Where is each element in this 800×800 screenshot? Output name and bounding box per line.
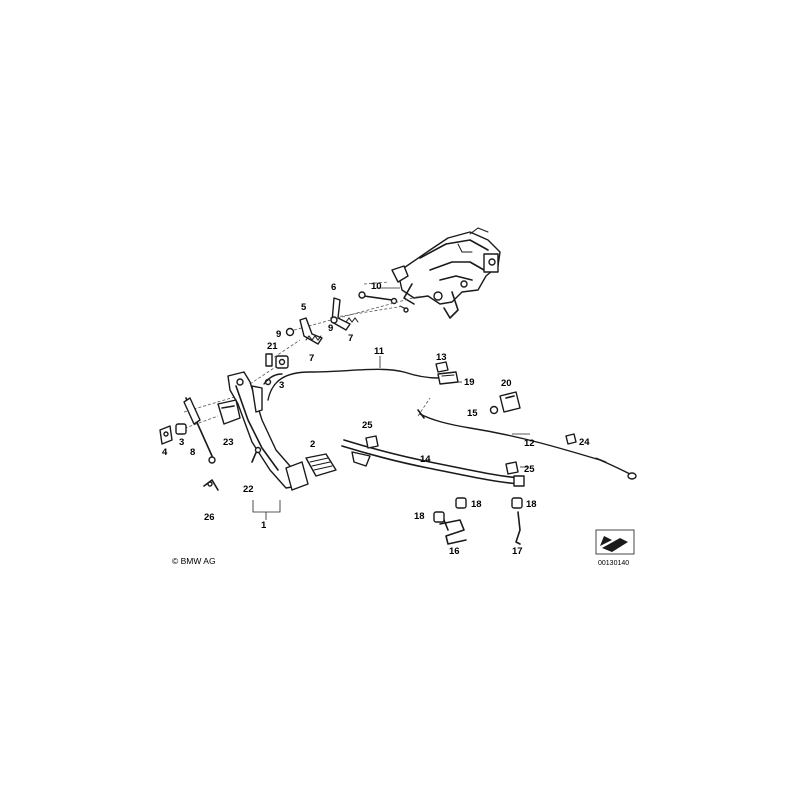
bush-part-3: [275, 355, 289, 369]
gas-strut-part-8: [183, 397, 216, 464]
pedal-bracket-housing: [391, 227, 501, 319]
callout-3: 3: [279, 380, 284, 391]
callout-19: 19: [464, 377, 475, 388]
stop-block-part-23: [217, 399, 241, 425]
callout-2: 2: [310, 439, 315, 450]
callouts: 1 2 3 3 4 5 6 7 7 8 9 9 10 11 12 13 14 1…: [162, 281, 590, 557]
grommet-part-18b: [455, 497, 467, 509]
callout-26: 26: [204, 512, 215, 523]
spring-clip-part-17: [515, 511, 521, 545]
callout-3-left: 3: [179, 437, 184, 448]
screw-part-21: [265, 353, 273, 367]
reference-box: 00130140: [595, 529, 635, 567]
bracket-part-4: [159, 425, 173, 445]
callout-14: 14: [420, 454, 431, 465]
cable-part-12: [417, 409, 637, 480]
callout-21: 21: [267, 341, 278, 352]
callout-23: 23: [223, 437, 234, 448]
arrow-icon: [600, 536, 628, 552]
callout-7b: 7: [348, 333, 353, 344]
bush-part-3-left: [175, 423, 187, 435]
callout-5: 5: [301, 302, 307, 313]
spring-part-7: [305, 317, 359, 341]
callout-22: 22: [243, 484, 254, 495]
nut-part-25b: [505, 461, 519, 475]
callout-18: 18: [414, 511, 425, 522]
nut-part-25: [365, 435, 379, 449]
push-rod: [358, 291, 409, 313]
callout-8: 8: [190, 447, 195, 458]
callout-9b: 9: [328, 323, 333, 334]
callout-13: 13: [436, 352, 447, 363]
bracket-part-20: [499, 391, 521, 413]
leader-lines: [252, 287, 530, 520]
bush-part-9b: [330, 316, 338, 324]
pedal-pad-part-2: [305, 453, 337, 477]
callout-25: 25: [362, 420, 373, 431]
callout-4: 4: [162, 447, 168, 458]
copyright-text: © BMW AG: [172, 556, 216, 566]
callout-10: 10: [371, 281, 382, 292]
grommet-part-18c: [511, 497, 523, 509]
clip-part-13: [435, 361, 449, 373]
callout-7: 7: [309, 353, 314, 364]
clip-part-5: [299, 317, 323, 345]
screw-part-22: [251, 446, 262, 463]
callout-18b: 18: [471, 499, 482, 510]
callout-20: 20: [501, 378, 512, 389]
callout-18c: 18: [526, 499, 537, 510]
nut-part-15: [489, 405, 499, 415]
callout-1: 1: [261, 520, 267, 531]
callout-24: 24: [579, 437, 590, 448]
accelerator-pedal: [227, 371, 309, 491]
clip-part-26: [203, 479, 219, 491]
cable-part-11: [263, 368, 459, 401]
nut-part-24: [565, 433, 577, 445]
callout-25b: 25: [524, 464, 535, 475]
callout-9: 9: [276, 329, 281, 340]
reference-code: 00130140: [598, 560, 629, 567]
callout-16: 16: [449, 546, 460, 557]
callout-6: 6: [331, 282, 336, 293]
callout-17: 17: [512, 546, 523, 557]
grommet-part-18a: [433, 511, 445, 523]
bush-part-9: [285, 327, 295, 337]
callout-15: 15: [467, 408, 478, 419]
callout-12: 12: [524, 438, 535, 449]
callout-11: 11: [374, 346, 385, 357]
bracket-part-6: [331, 297, 351, 331]
bracket-part-16: [439, 519, 467, 545]
